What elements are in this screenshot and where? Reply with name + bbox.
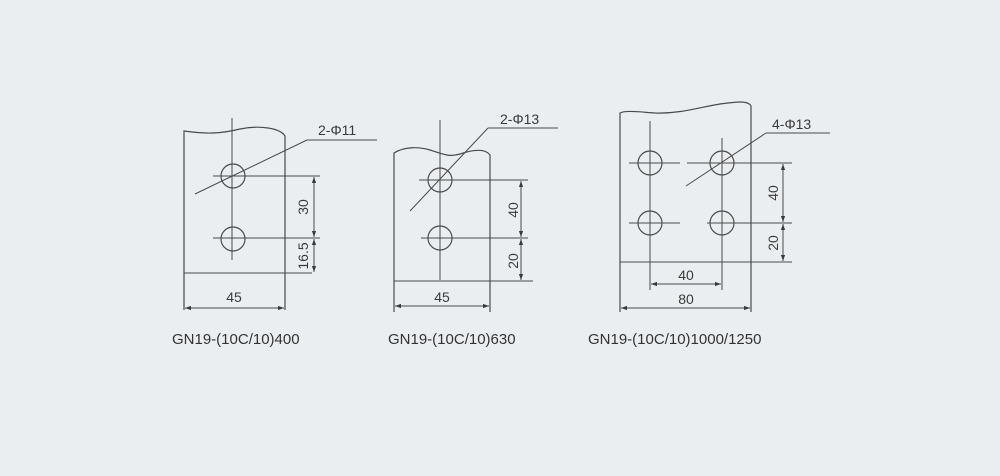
dim-hole-spacing: 30: [295, 199, 311, 215]
hole-circle: [220, 226, 246, 252]
dim-width: 80: [678, 291, 694, 307]
plate-outline: [183, 126, 286, 310]
dim-edge-distance: 16.5: [295, 242, 311, 269]
caption: GN19-(10C/10)1000/1250: [588, 331, 761, 348]
leader-line: [194, 139, 308, 195]
dim-width: 45: [434, 289, 450, 305]
caption: GN19-(10C/10)400: [172, 331, 300, 348]
dim-hole-horizontal-spacing: 40: [678, 267, 694, 283]
hole-circle: [709, 210, 735, 236]
drawing-gn19-630: 2-Φ13 40 20 45 GN19-(10C/10)630: [388, 111, 558, 348]
dim-width: 45: [226, 289, 242, 305]
hole-circle: [637, 150, 663, 176]
leader-line: [685, 132, 767, 187]
drawing-gn19-1000-1250: 4-Φ13 40 20 40 80 GN19-(10C/10)1000/1250: [588, 101, 830, 348]
dim-hole-spacing: 40: [765, 185, 781, 201]
drawing-gn19-400: 2-Φ11 30 16.5 45 GN19-(10C/10)400: [172, 118, 377, 348]
dim-hole-spacing: 40: [505, 202, 521, 218]
plate-outline: [619, 101, 752, 312]
hole-callout: 2-Φ11: [318, 122, 356, 138]
dim-edge-distance: 20: [765, 235, 781, 251]
hole-callout: 2-Φ13: [500, 111, 539, 127]
hole-callout: 4-Φ13: [772, 116, 811, 132]
hole-circle: [709, 150, 735, 176]
caption: GN19-(10C/10)630: [388, 331, 516, 348]
leader-line: [409, 127, 489, 212]
dim-edge-distance: 20: [505, 253, 521, 269]
hole-circle: [637, 210, 663, 236]
plate-outline: [393, 147, 491, 312]
